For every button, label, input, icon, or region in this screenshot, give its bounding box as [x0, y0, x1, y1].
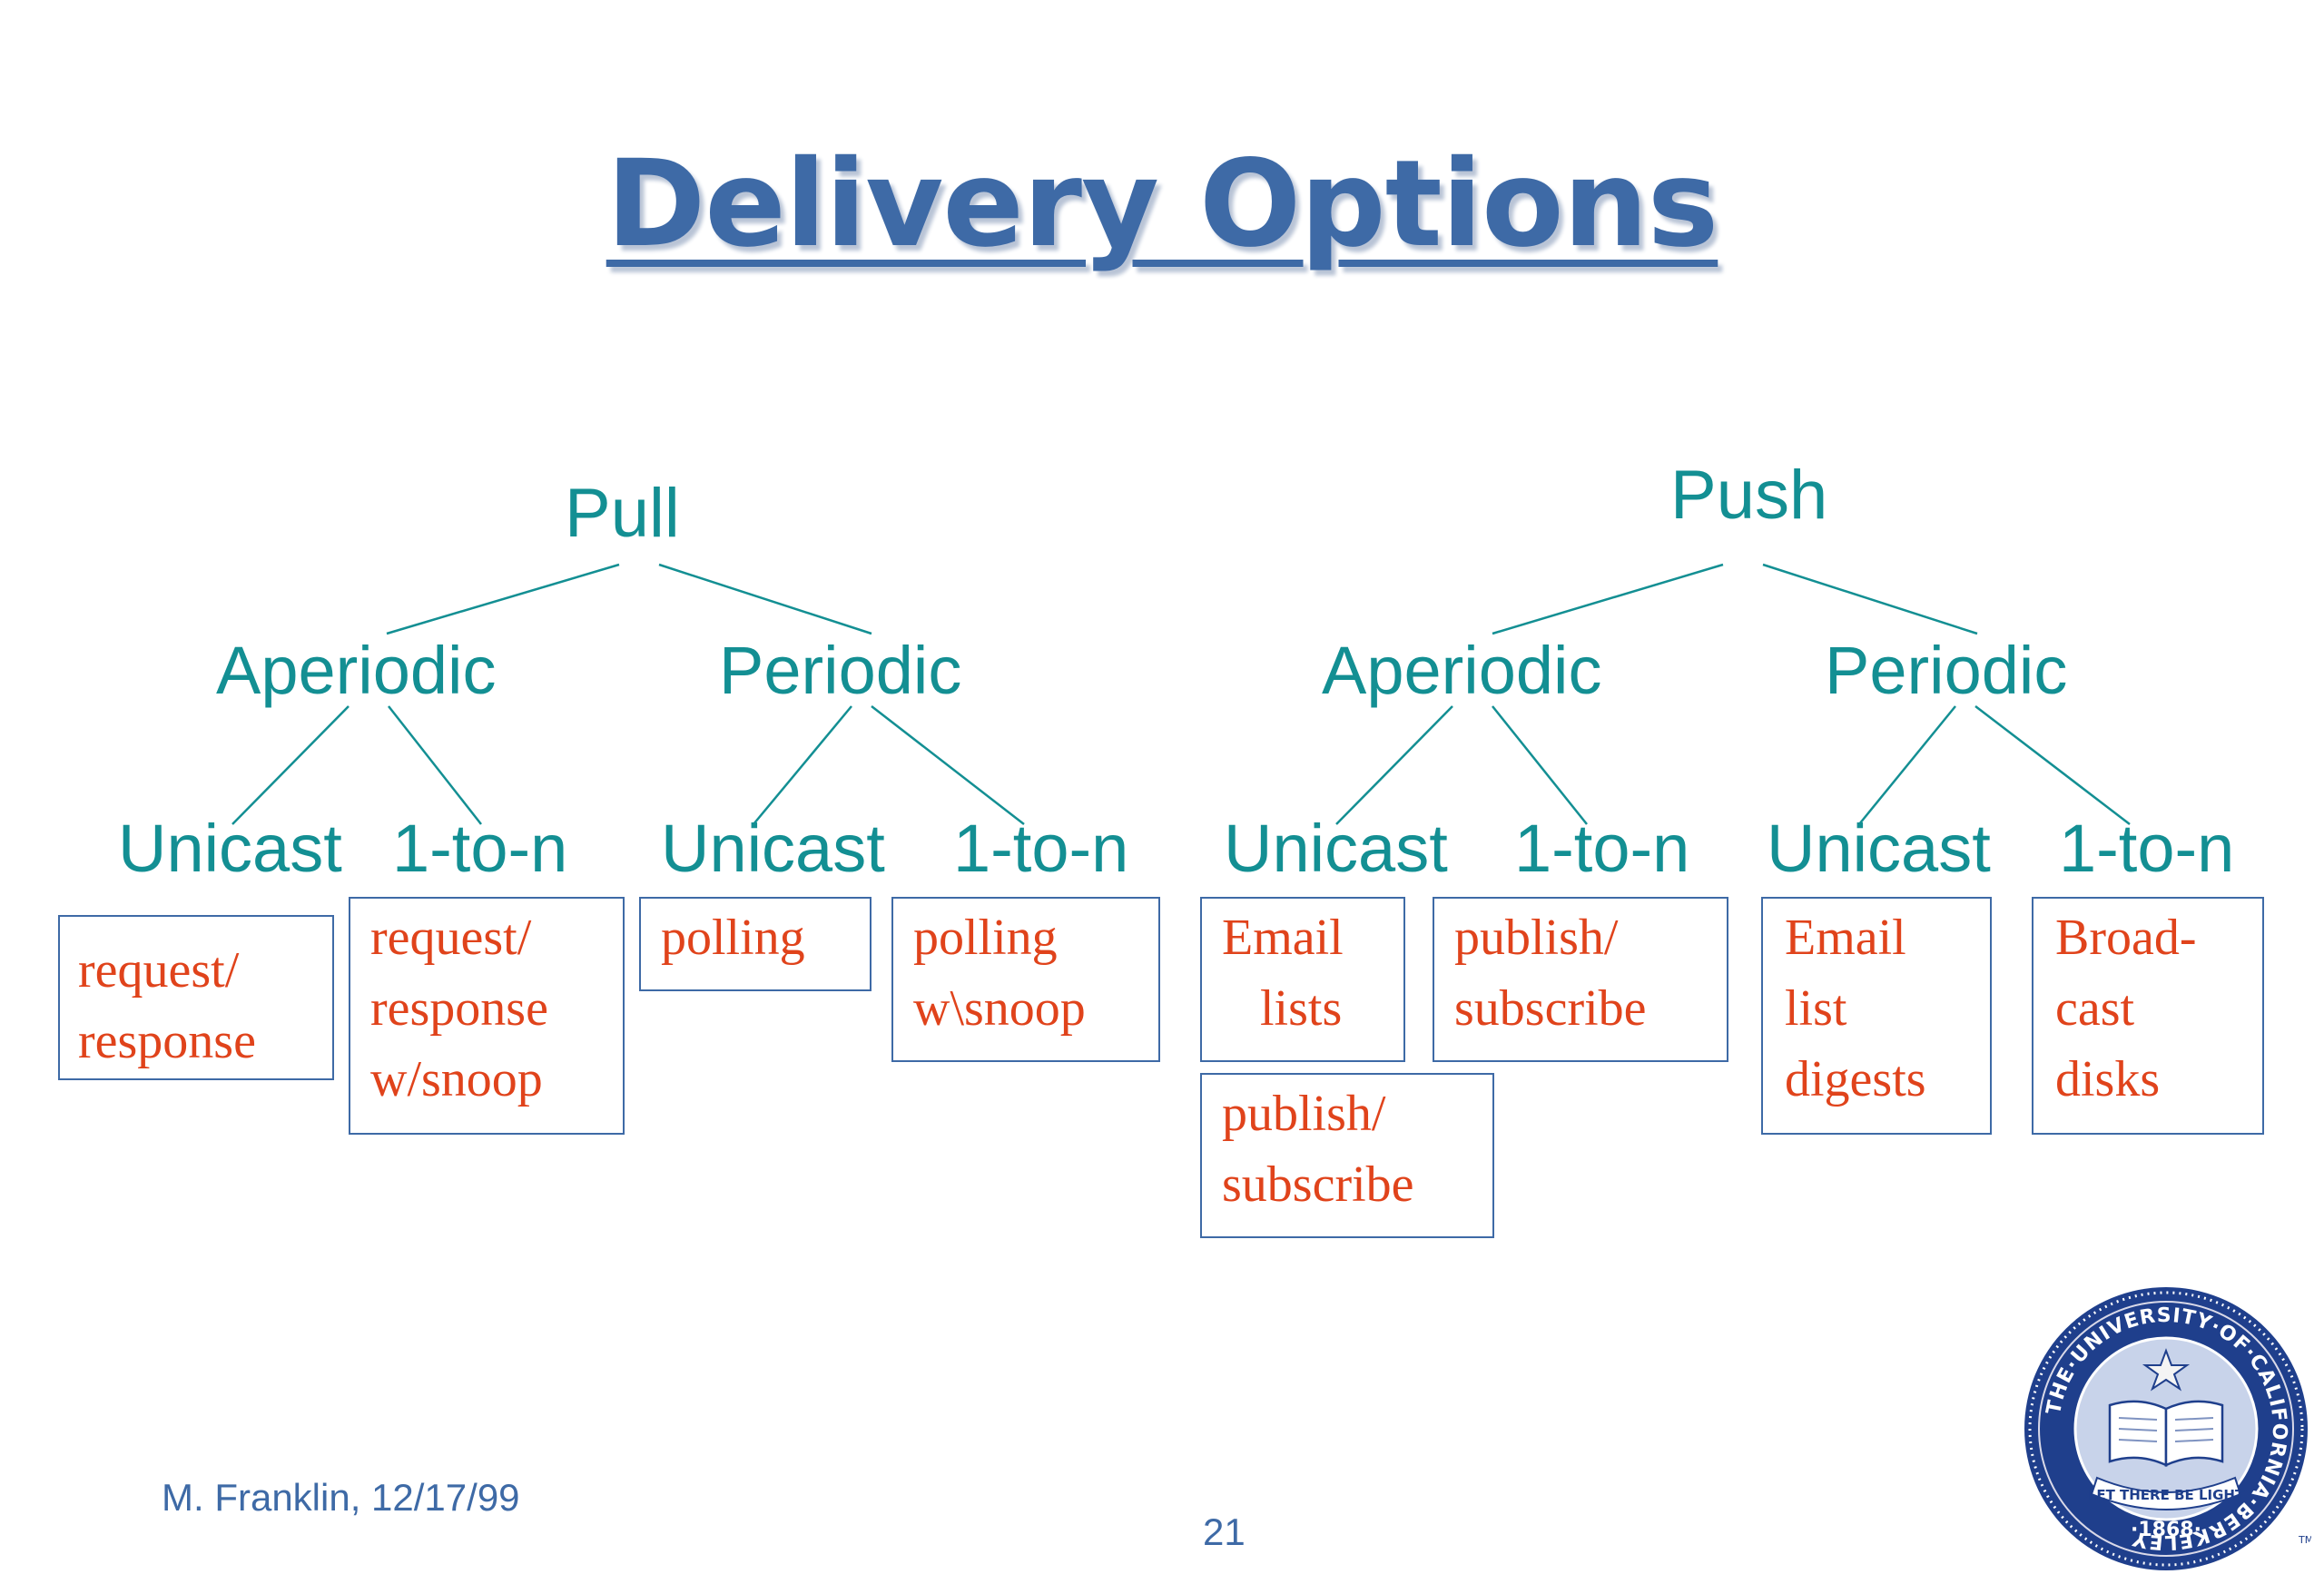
node-push-periodic-1ton: 1-to-n [2059, 811, 2235, 886]
example-box-pull-aperiodic-1ton: request/ response w/snoop [349, 897, 625, 1135]
slide-title: Delivery Options [0, 134, 2324, 274]
seal-tm-mark: TM [2298, 1534, 2311, 1546]
connector-pull-periodic-1ton [871, 705, 1025, 825]
example-text: request/ response w/snoop [370, 910, 548, 1107]
example-box-push-aperiodic-unicast: Email lists [1200, 897, 1405, 1062]
seal-banner [2090, 1476, 2242, 1510]
connector-pull-periodic [658, 563, 872, 635]
example-text: Email list digests [1785, 910, 1926, 1107]
example-text: request/ response [78, 942, 256, 1069]
connector-push-aperiodic [1492, 563, 1724, 635]
example-box-pull-periodic-unicast: polling [639, 897, 872, 991]
example-box-pull-periodic-1ton: polling w\snoop [891, 897, 1160, 1062]
connector-push-aperiodic-1ton [1492, 705, 1588, 825]
footer-author: M. Franklin, 12/17/99 [162, 1476, 520, 1519]
node-push-aperiodic: Aperiodic [1322, 633, 1602, 708]
node-pull-periodic-unicast: Unicast [661, 811, 885, 886]
node-pull-aperiodic: Aperiodic [216, 633, 497, 708]
connector-pull-periodic-unicast [753, 705, 852, 825]
example-box-push-aperiodic-unicast-2: publish/ subscribe [1200, 1073, 1494, 1238]
example-box-pull-aperiodic-unicast: request/ response [58, 915, 334, 1080]
connector-pull-aperiodic-unicast [231, 705, 350, 825]
node-push-periodic-unicast: Unicast [1767, 811, 1991, 886]
node-push-aperiodic-1ton: 1-to-n [1514, 811, 1690, 886]
connector-pull-aperiodic [386, 563, 620, 635]
university-seal-logo: THE·UNIVERSITY·OF·CALIFORNIA·BERKELEY LE… [2024, 1287, 2311, 1570]
node-push: Push [1670, 457, 1828, 534]
example-text: publish/ subscribe [1222, 1086, 1414, 1213]
connector-pull-aperiodic-1ton [388, 705, 482, 825]
node-push-aperiodic-unicast: Unicast [1224, 811, 1448, 886]
node-pull-periodic-1ton: 1-to-n [953, 811, 1129, 886]
node-pull-aperiodic-unicast: Unicast [118, 811, 342, 886]
node-pull-aperiodic-1ton: 1-to-n [392, 811, 568, 886]
example-text: publish/ subscribe [1454, 910, 1647, 1037]
seal-book-icon [2108, 1400, 2224, 1467]
connector-push-periodic [1762, 563, 1978, 635]
slide-title-text: Delivery Options [606, 134, 1719, 274]
seal-star-icon [2142, 1348, 2191, 1392]
example-box-push-aperiodic-1ton: publish/ subscribe [1433, 897, 1728, 1062]
seal-year: ·1868· [2131, 1519, 2201, 1541]
node-pull: Pull [565, 475, 680, 552]
example-box-push-periodic-unicast: Email list digests [1761, 897, 1992, 1135]
example-box-push-periodic-1ton: Broad- cast disks [2032, 897, 2264, 1135]
page-number: 21 [1203, 1510, 1246, 1553]
example-text: polling w\snoop [913, 910, 1086, 1037]
connector-push-aperiodic-unicast [1335, 705, 1453, 825]
example-text: Email lists [1222, 910, 1344, 1037]
connector-push-periodic-1ton [1974, 705, 2131, 825]
node-push-periodic: Periodic [1825, 633, 2068, 708]
example-text: Broad- cast disks [2055, 910, 2197, 1107]
example-text: polling [661, 910, 805, 966]
seal-banner-text: LET THERE BE LIGHT [2088, 1487, 2245, 1503]
node-pull-periodic: Periodic [719, 633, 962, 708]
connector-push-periodic-unicast [1858, 705, 1956, 825]
